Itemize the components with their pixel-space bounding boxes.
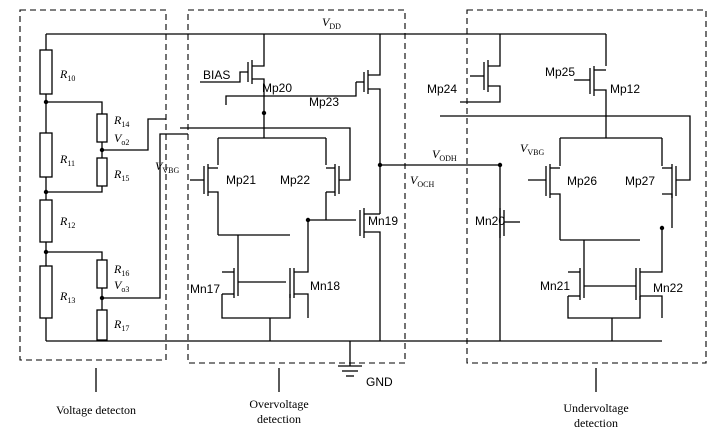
overvoltage-caption-line1: Overvoltage — [249, 397, 308, 411]
voltage-detection-caption: Voltage detecton — [56, 403, 136, 417]
mp27-label: Mp27 — [625, 174, 655, 188]
resistor-r12 — [39, 199, 53, 243]
bias-label: BIAS — [203, 68, 230, 82]
r15-label: R15 — [113, 167, 129, 183]
vvbg-right-label: VVBG — [520, 141, 544, 157]
mp23-label: Mp23 — [309, 95, 339, 109]
mn19-label: Mn19 — [368, 214, 398, 228]
overvoltage-detection-block — [187, 9, 406, 364]
vvbg-left-label: VVBG — [155, 159, 179, 175]
vodh-label: VODH — [432, 147, 457, 163]
resistor-r11 — [39, 132, 53, 178]
undervoltage-caption-line2: detection — [574, 416, 618, 430]
resistor-ladder — [39, 34, 188, 341]
mn22-label: Mn22 — [653, 281, 683, 295]
resistor-r17 — [96, 309, 108, 341]
undervoltage-circuit — [430, 34, 691, 341]
mn17-label: Mn17 — [190, 282, 220, 296]
r11-label: R11 — [59, 152, 75, 168]
resistor-r13 — [39, 265, 53, 319]
resistor-r10 — [39, 49, 53, 95]
mn21-label: Mn21 — [540, 279, 570, 293]
undervoltage-caption-line1: Undervoltage — [563, 401, 628, 415]
voch-label: VOCH — [410, 173, 434, 189]
undervoltage-detection-block — [466, 9, 707, 364]
overvoltage-caption-line2: detection — [257, 412, 301, 426]
mp20-label: Mp20 — [262, 81, 292, 95]
r13-label: R13 — [59, 289, 75, 305]
resistor-r16 — [96, 259, 108, 289]
r17-label: R17 — [113, 317, 129, 333]
gnd-label: GND — [366, 375, 393, 389]
r12-label: R12 — [59, 214, 75, 230]
mn18-label: Mn18 — [310, 279, 340, 293]
mp21-label: Mp21 — [226, 173, 256, 187]
mp24-label: Mp24 — [427, 82, 457, 96]
r10-label: R10 — [59, 67, 75, 83]
mp25-label: Mp25 — [545, 65, 575, 79]
r16-label: R16 — [113, 262, 129, 278]
vo2-label: Vo2 — [114, 131, 129, 147]
mp26-label: Mp26 — [567, 174, 597, 188]
resistor-r14 — [96, 113, 108, 143]
resistor-r15 — [96, 157, 108, 187]
mp22-label: Mp22 — [280, 173, 310, 187]
r14-label: R14 — [113, 113, 129, 129]
mp12-label: Mp12 — [610, 82, 640, 96]
voltage-detection-block — [19, 9, 167, 361]
vdd-label: VDD — [322, 15, 341, 31]
overvoltage-circuit — [180, 34, 430, 377]
mn20-label: Mn20 — [475, 214, 505, 228]
vo3-label: Vo3 — [114, 278, 129, 294]
